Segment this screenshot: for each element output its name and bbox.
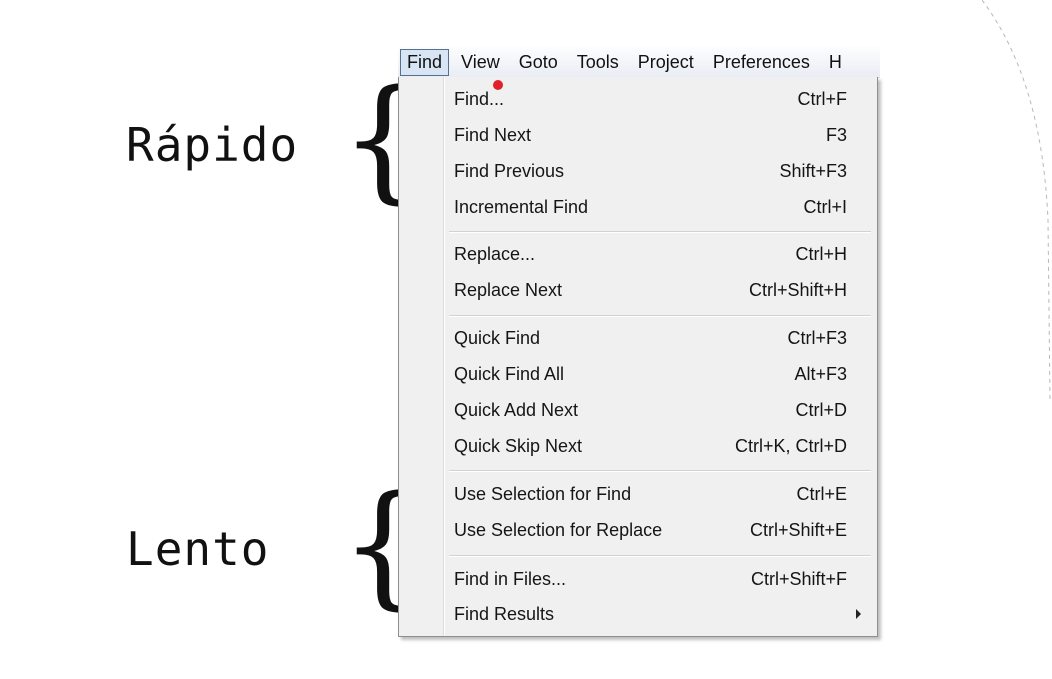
slow-label: Lento (126, 522, 270, 576)
decorative-dashed-arc (982, 0, 1051, 400)
menu-item-label: Quick Find All (454, 363, 565, 384)
menu-item-label: Replace Next (454, 279, 563, 300)
menu-item-shortcut: Ctrl+K, Ctrl+D (734, 435, 847, 456)
menu-item-label: Find in Files... (454, 568, 567, 589)
menu-item-shortcut: Shift+F3 (779, 160, 847, 181)
menu-item-use-selection-for-replace[interactable]: Use Selection for Replace Ctrl+Shift+E (447, 513, 847, 547)
menu-item-shortcut: Ctrl+Shift+H (748, 279, 847, 300)
menu-preferences[interactable]: Preferences (712, 51, 810, 72)
menu-item-shortcut: Ctrl+E (796, 483, 847, 504)
menu-view[interactable]: View (461, 51, 500, 72)
menu-item-label: Find Previous (454, 160, 565, 181)
menu-item-quick-skip-next[interactable]: Quick Skip Next Ctrl+K, Ctrl+D (447, 429, 847, 463)
menu-goto[interactable]: Goto (518, 51, 558, 72)
menu-item-quick-find[interactable]: Quick Find Ctrl+F3 (447, 321, 847, 355)
fast-label: Rápido (126, 118, 299, 172)
menu-item-label: Use Selection for Find (454, 483, 632, 504)
menu-item-label: Replace... (454, 243, 536, 264)
menu-item-find[interactable]: Find... Ctrl+F (447, 82, 847, 116)
menu-item-label: Find Next (454, 124, 532, 145)
menu-icon-gutter (443, 77, 445, 636)
menu-item-find-results[interactable]: Find Results (447, 597, 861, 631)
menu-item-shortcut: Ctrl+I (803, 196, 847, 217)
menu-item-label: Quick Skip Next (454, 435, 583, 456)
chevron-right-icon (856, 609, 861, 619)
menu-find[interactable]: Find (400, 48, 450, 76)
menu-separator (449, 315, 871, 317)
menu-item-find-previous[interactable]: Find Previous Shift+F3 (447, 154, 847, 188)
mouse-pointer-indicator (493, 80, 503, 90)
menu-separator (449, 555, 871, 557)
menu-item-label: Find... (454, 88, 505, 109)
menu-bar: Find View Goto Tools Project Preferences… (398, 47, 880, 78)
menu-item-label: Use Selection for Replace (454, 519, 663, 540)
menu-item-use-selection-for-find[interactable]: Use Selection for Find Ctrl+E (447, 477, 847, 511)
menu-item-label: Find Results (454, 603, 555, 624)
menu-item-shortcut: Alt+F3 (794, 363, 847, 384)
menu-item-label: Incremental Find (454, 196, 589, 217)
menu-help[interactable]: H (828, 51, 842, 72)
menu-separator (449, 231, 871, 233)
menu-item-quick-add-next[interactable]: Quick Add Next Ctrl+D (447, 393, 847, 427)
menu-item-shortcut: Ctrl+H (795, 243, 847, 264)
menu-item-shortcut: Ctrl+F (797, 88, 848, 109)
menu-item-label: Quick Add Next (454, 399, 579, 420)
menu-tools[interactable]: Tools (576, 51, 619, 72)
menu-item-find-next[interactable]: Find Next F3 (447, 118, 847, 152)
menu-item-label: Quick Find (454, 327, 541, 348)
find-dropdown-menu: Find... Ctrl+F Find Next F3 Find Previou… (398, 77, 878, 637)
menu-item-replace-next[interactable]: Replace Next Ctrl+Shift+H (447, 273, 847, 307)
menu-item-shortcut: Ctrl+Shift+F (750, 568, 847, 589)
menu-item-shortcut: F3 (825, 124, 847, 145)
menu-separator (449, 470, 871, 472)
menu-item-shortcut: Ctrl+Shift+E (749, 519, 847, 540)
menu-item-quick-find-all[interactable]: Quick Find All Alt+F3 (447, 357, 847, 391)
menu-item-replace[interactable]: Replace... Ctrl+H (447, 237, 847, 271)
menu-item-shortcut: Ctrl+D (795, 399, 847, 420)
menu-item-incremental-find[interactable]: Incremental Find Ctrl+I (447, 190, 847, 224)
menu-project[interactable]: Project (637, 51, 694, 72)
menu-item-find-in-files[interactable]: Find in Files... Ctrl+Shift+F (447, 562, 847, 596)
menu-item-shortcut: Ctrl+F3 (787, 327, 847, 348)
